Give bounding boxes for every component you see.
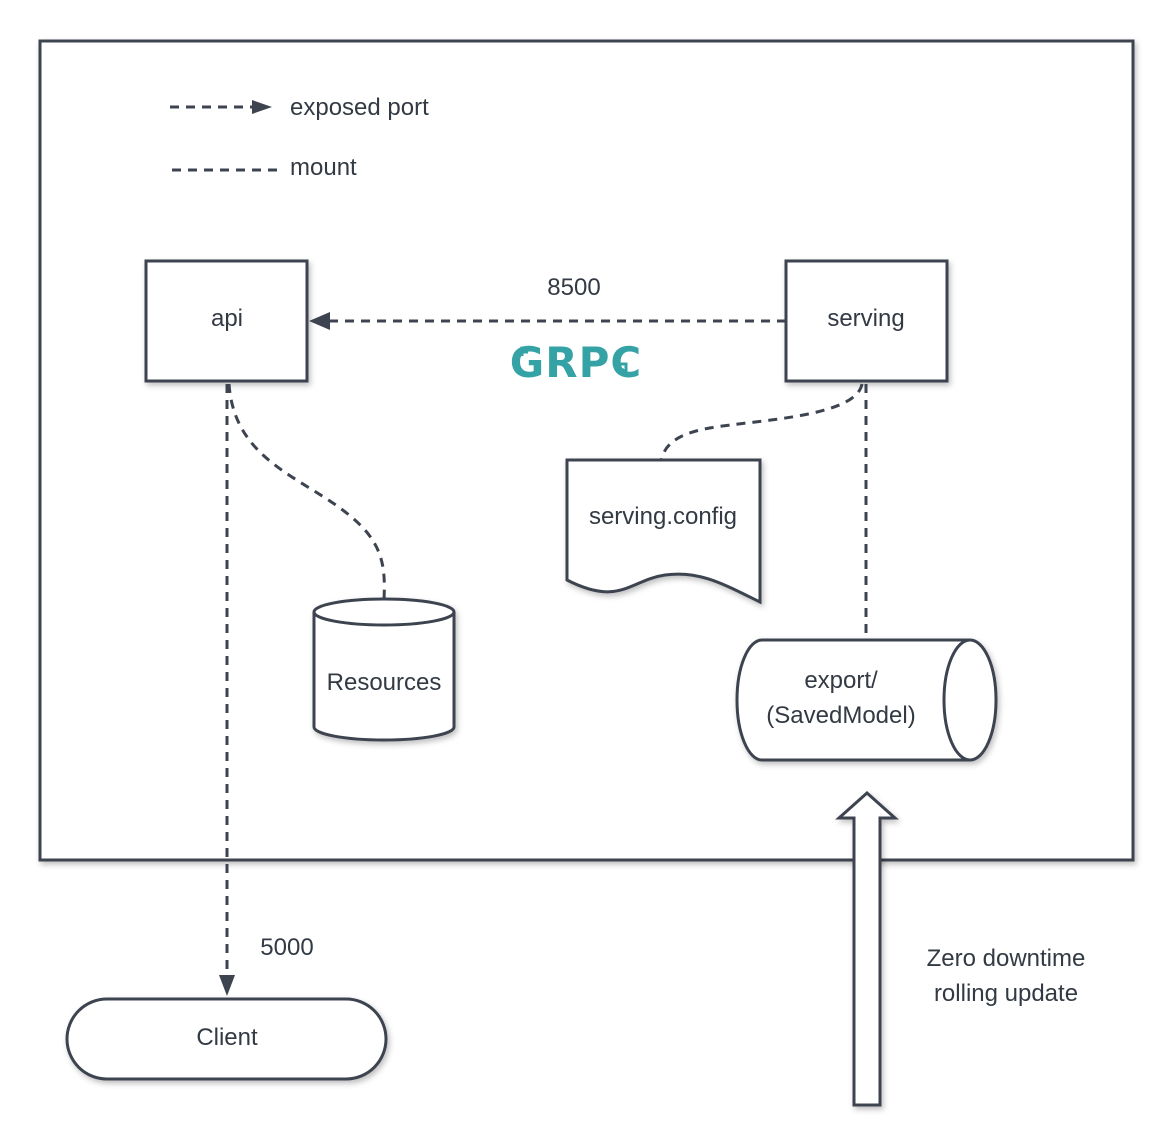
rolling-update-label-line1: Zero downtime <box>927 945 1086 972</box>
grpc-logo-left-bracket-icon <box>520 346 528 356</box>
client-port-label: 5000 <box>260 934 313 961</box>
serving-config-mount <box>659 383 864 463</box>
serving-node[interactable]: serving <box>784 259 949 383</box>
api-label: api <box>211 305 243 332</box>
client-node[interactable]: Client <box>65 997 388 1081</box>
grpc-logo-right-bracket-icon <box>620 362 628 375</box>
serving-config-node[interactable]: serving.config <box>565 458 762 605</box>
resources-node[interactable]: Resources <box>312 597 456 742</box>
api-resources-mount <box>227 383 386 601</box>
rolling-update-arrow-icon <box>835 790 899 1107</box>
export-label-line2: (SavedModel) <box>766 702 915 729</box>
legend-exposed-port-label: exposed port <box>290 94 429 121</box>
grpc-logo: GRPC <box>510 338 642 387</box>
grpc-arrow-icon <box>309 312 330 330</box>
resources-label: Resources <box>327 669 442 696</box>
legend-arrow-icon <box>252 100 272 114</box>
legend-mount-label: mount <box>290 154 357 181</box>
serving-config-label: serving.config <box>589 503 737 530</box>
serving-label: serving <box>827 305 904 332</box>
client-arrow-icon <box>219 975 235 996</box>
api-node[interactable]: api <box>144 259 309 383</box>
export-node[interactable]: export/ (SavedModel) <box>735 638 998 762</box>
grpc-logo-text: GRPC <box>510 338 642 387</box>
rolling-update-label-line2: rolling update <box>934 980 1078 1007</box>
grpc-port-label: 8500 <box>547 274 600 301</box>
export-label-line1: export/ <box>804 667 878 694</box>
client-label: Client <box>196 1024 258 1051</box>
legend: exposed port mount <box>170 94 429 181</box>
